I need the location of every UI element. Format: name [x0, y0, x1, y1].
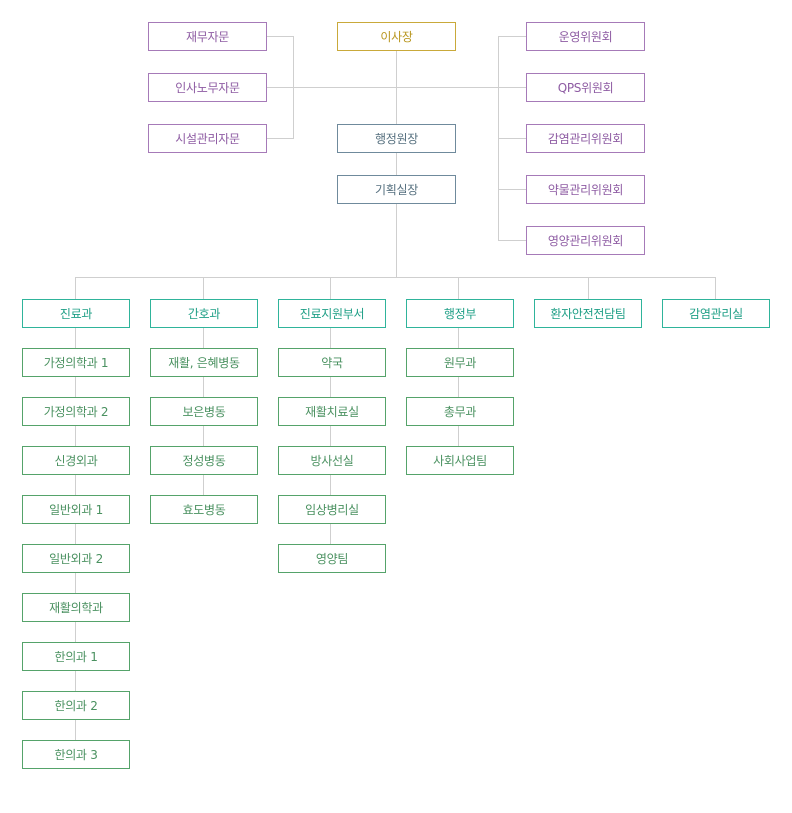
admin-director-box: 행정원장: [337, 124, 456, 153]
connector-line: [75, 327, 76, 740]
advisor-box: 인사노무자문: [148, 73, 267, 102]
unit-box: 가정의학과 2: [22, 397, 130, 426]
committee-box: 영양관리위원회: [526, 226, 645, 255]
unit-box: 한의과 2: [22, 691, 130, 720]
unit-box: 총무과: [406, 397, 514, 426]
department-box: 진료과: [22, 299, 130, 328]
connector-line: [396, 152, 397, 175]
unit-box: 일반외과 2: [22, 544, 130, 573]
connector-line: [588, 277, 589, 299]
connector-line: [266, 36, 294, 37]
unit-box: 가정의학과 1: [22, 348, 130, 377]
connector-line: [498, 189, 526, 190]
department-box: 간호과: [150, 299, 258, 328]
connector-line: [203, 277, 204, 299]
connector-line: [498, 138, 526, 139]
connector-line: [330, 327, 331, 544]
department-box: 감염관리실: [662, 299, 770, 328]
department-box: 행정부: [406, 299, 514, 328]
chairman-box: 이사장: [337, 22, 456, 51]
unit-box: 재활의학과: [22, 593, 130, 622]
connector-line: [715, 277, 716, 299]
connector-line: [498, 240, 526, 241]
unit-box: 영양팀: [278, 544, 386, 573]
unit-box: 보은병동: [150, 397, 258, 426]
unit-box: 방사선실: [278, 446, 386, 475]
connector-line: [75, 277, 716, 278]
connector-line: [266, 87, 499, 88]
department-box: 진료지원부서: [278, 299, 386, 328]
unit-box: 임상병리실: [278, 495, 386, 524]
unit-box: 사회사업팀: [406, 446, 514, 475]
advisor-box: 시설관리자문: [148, 124, 267, 153]
unit-box: 재활치료실: [278, 397, 386, 426]
connector-line: [293, 36, 294, 139]
connector-line: [498, 36, 526, 37]
connector-line: [458, 327, 459, 446]
advisor-box: 재무자문: [148, 22, 267, 51]
committee-box: QPS위원회: [526, 73, 645, 102]
unit-box: 신경외과: [22, 446, 130, 475]
unit-box: 정성병동: [150, 446, 258, 475]
unit-box: 한의과 3: [22, 740, 130, 769]
unit-box: 일반외과 1: [22, 495, 130, 524]
committee-box: 약물관리위원회: [526, 175, 645, 204]
unit-box: 재활, 은혜병동: [150, 348, 258, 377]
connector-line: [396, 203, 397, 278]
committee-box: 감염관리위원회: [526, 124, 645, 153]
unit-box: 한의과 1: [22, 642, 130, 671]
unit-box: 약국: [278, 348, 386, 377]
committee-box: 운영위원회: [526, 22, 645, 51]
connector-line: [458, 277, 459, 299]
department-box: 환자안전전담팀: [534, 299, 642, 328]
connector-line: [75, 277, 76, 299]
planning-director-box: 기획실장: [337, 175, 456, 204]
unit-box: 효도병동: [150, 495, 258, 524]
connector-line: [498, 87, 526, 88]
connector-line: [266, 138, 294, 139]
unit-box: 원무과: [406, 348, 514, 377]
connector-line: [330, 277, 331, 299]
